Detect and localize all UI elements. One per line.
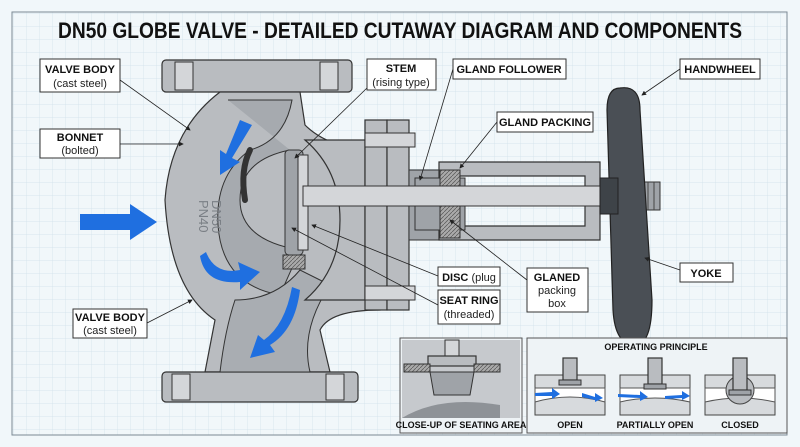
label-title: YOKE	[690, 268, 721, 280]
label-title: GLAND PACKING	[499, 117, 591, 129]
state-partially-open: PARTIALLY OPEN	[617, 357, 694, 430]
label-title: GLANED	[534, 272, 581, 284]
valve-body: DN50 PN40	[161, 59, 381, 403]
state-open: OPEN	[534, 357, 606, 430]
label-valve-body-top: VALVE BODY (cast steel)	[39, 58, 191, 131]
closeup-caption: CLOSE-UP OF SEATING AREA	[396, 420, 527, 430]
operating-principle-panel: OPERATING PRINCIPLE OPEN PARTIALLY OPEN	[526, 337, 788, 434]
label-sub: packing	[538, 285, 576, 297]
label-text: DISC (plug	[442, 272, 496, 284]
label-sub: (plug	[471, 272, 495, 284]
state-label: PARTIALLY OPEN	[617, 420, 694, 430]
label-sub: (cast steel)	[53, 78, 107, 90]
body-marking-pn: PN40	[196, 200, 211, 233]
label-glaned-packing-box: GLANED packing box	[449, 219, 589, 313]
label-sub: box	[548, 298, 566, 310]
state-closed: CLOSED	[704, 357, 776, 430]
flow-arrow-curve	[200, 252, 260, 290]
label-yoke: YOKE	[644, 257, 734, 283]
label-bonnet: BONNET (bolted)	[39, 128, 184, 159]
state-label: OPEN	[557, 420, 583, 430]
inlet-flow-arrow	[80, 204, 157, 240]
diagram-title: DN50 GLOBE VALVE - DETAILED CUTAWAY DIAG…	[58, 18, 742, 43]
label-handwheel: HANDWHEEL	[641, 58, 761, 96]
handwheel	[599, 87, 653, 346]
label-title: BONNET	[57, 132, 104, 144]
label-title: HANDWHEEL	[684, 64, 756, 76]
label-gland-packing: GLAND PACKING	[459, 111, 594, 169]
label-title: SEAT RING	[439, 295, 498, 307]
label-title: VALVE BODY	[75, 312, 146, 324]
outlet-flow-arrow	[250, 287, 300, 358]
label-gland-follower: GLAND FOLLOWER	[418, 58, 567, 181]
flow-arrows	[80, 120, 300, 358]
label-sub: (threaded)	[444, 309, 495, 321]
label-stem: STEM (rising type)	[294, 58, 437, 159]
flow-arrow-down	[220, 120, 252, 175]
label-title: GLAND FOLLOWER	[456, 64, 561, 76]
seat-ring	[282, 254, 306, 270]
body-marking-dn: DN50	[209, 200, 224, 233]
label-sub: (rising type)	[372, 77, 429, 89]
stem	[302, 185, 624, 207]
operating-title: OPERATING PRINCIPLE	[604, 342, 707, 352]
state-label: CLOSED	[721, 420, 759, 430]
label-valve-body-bottom: VALVE BODY (cast steel)	[72, 299, 193, 339]
closeup-panel: CLOSE-UP OF SEATING AREA	[396, 337, 527, 434]
label-sub: (bolted)	[61, 145, 98, 157]
label-title: VALVE BODY	[45, 64, 116, 76]
label-disc: DISC (plug	[311, 224, 501, 287]
label-title: DISC	[442, 272, 468, 284]
label-seat-ring: SEAT RING (threaded)	[291, 227, 501, 325]
label-title: STEM	[386, 63, 417, 75]
label-sub: (cast steel)	[83, 325, 137, 337]
